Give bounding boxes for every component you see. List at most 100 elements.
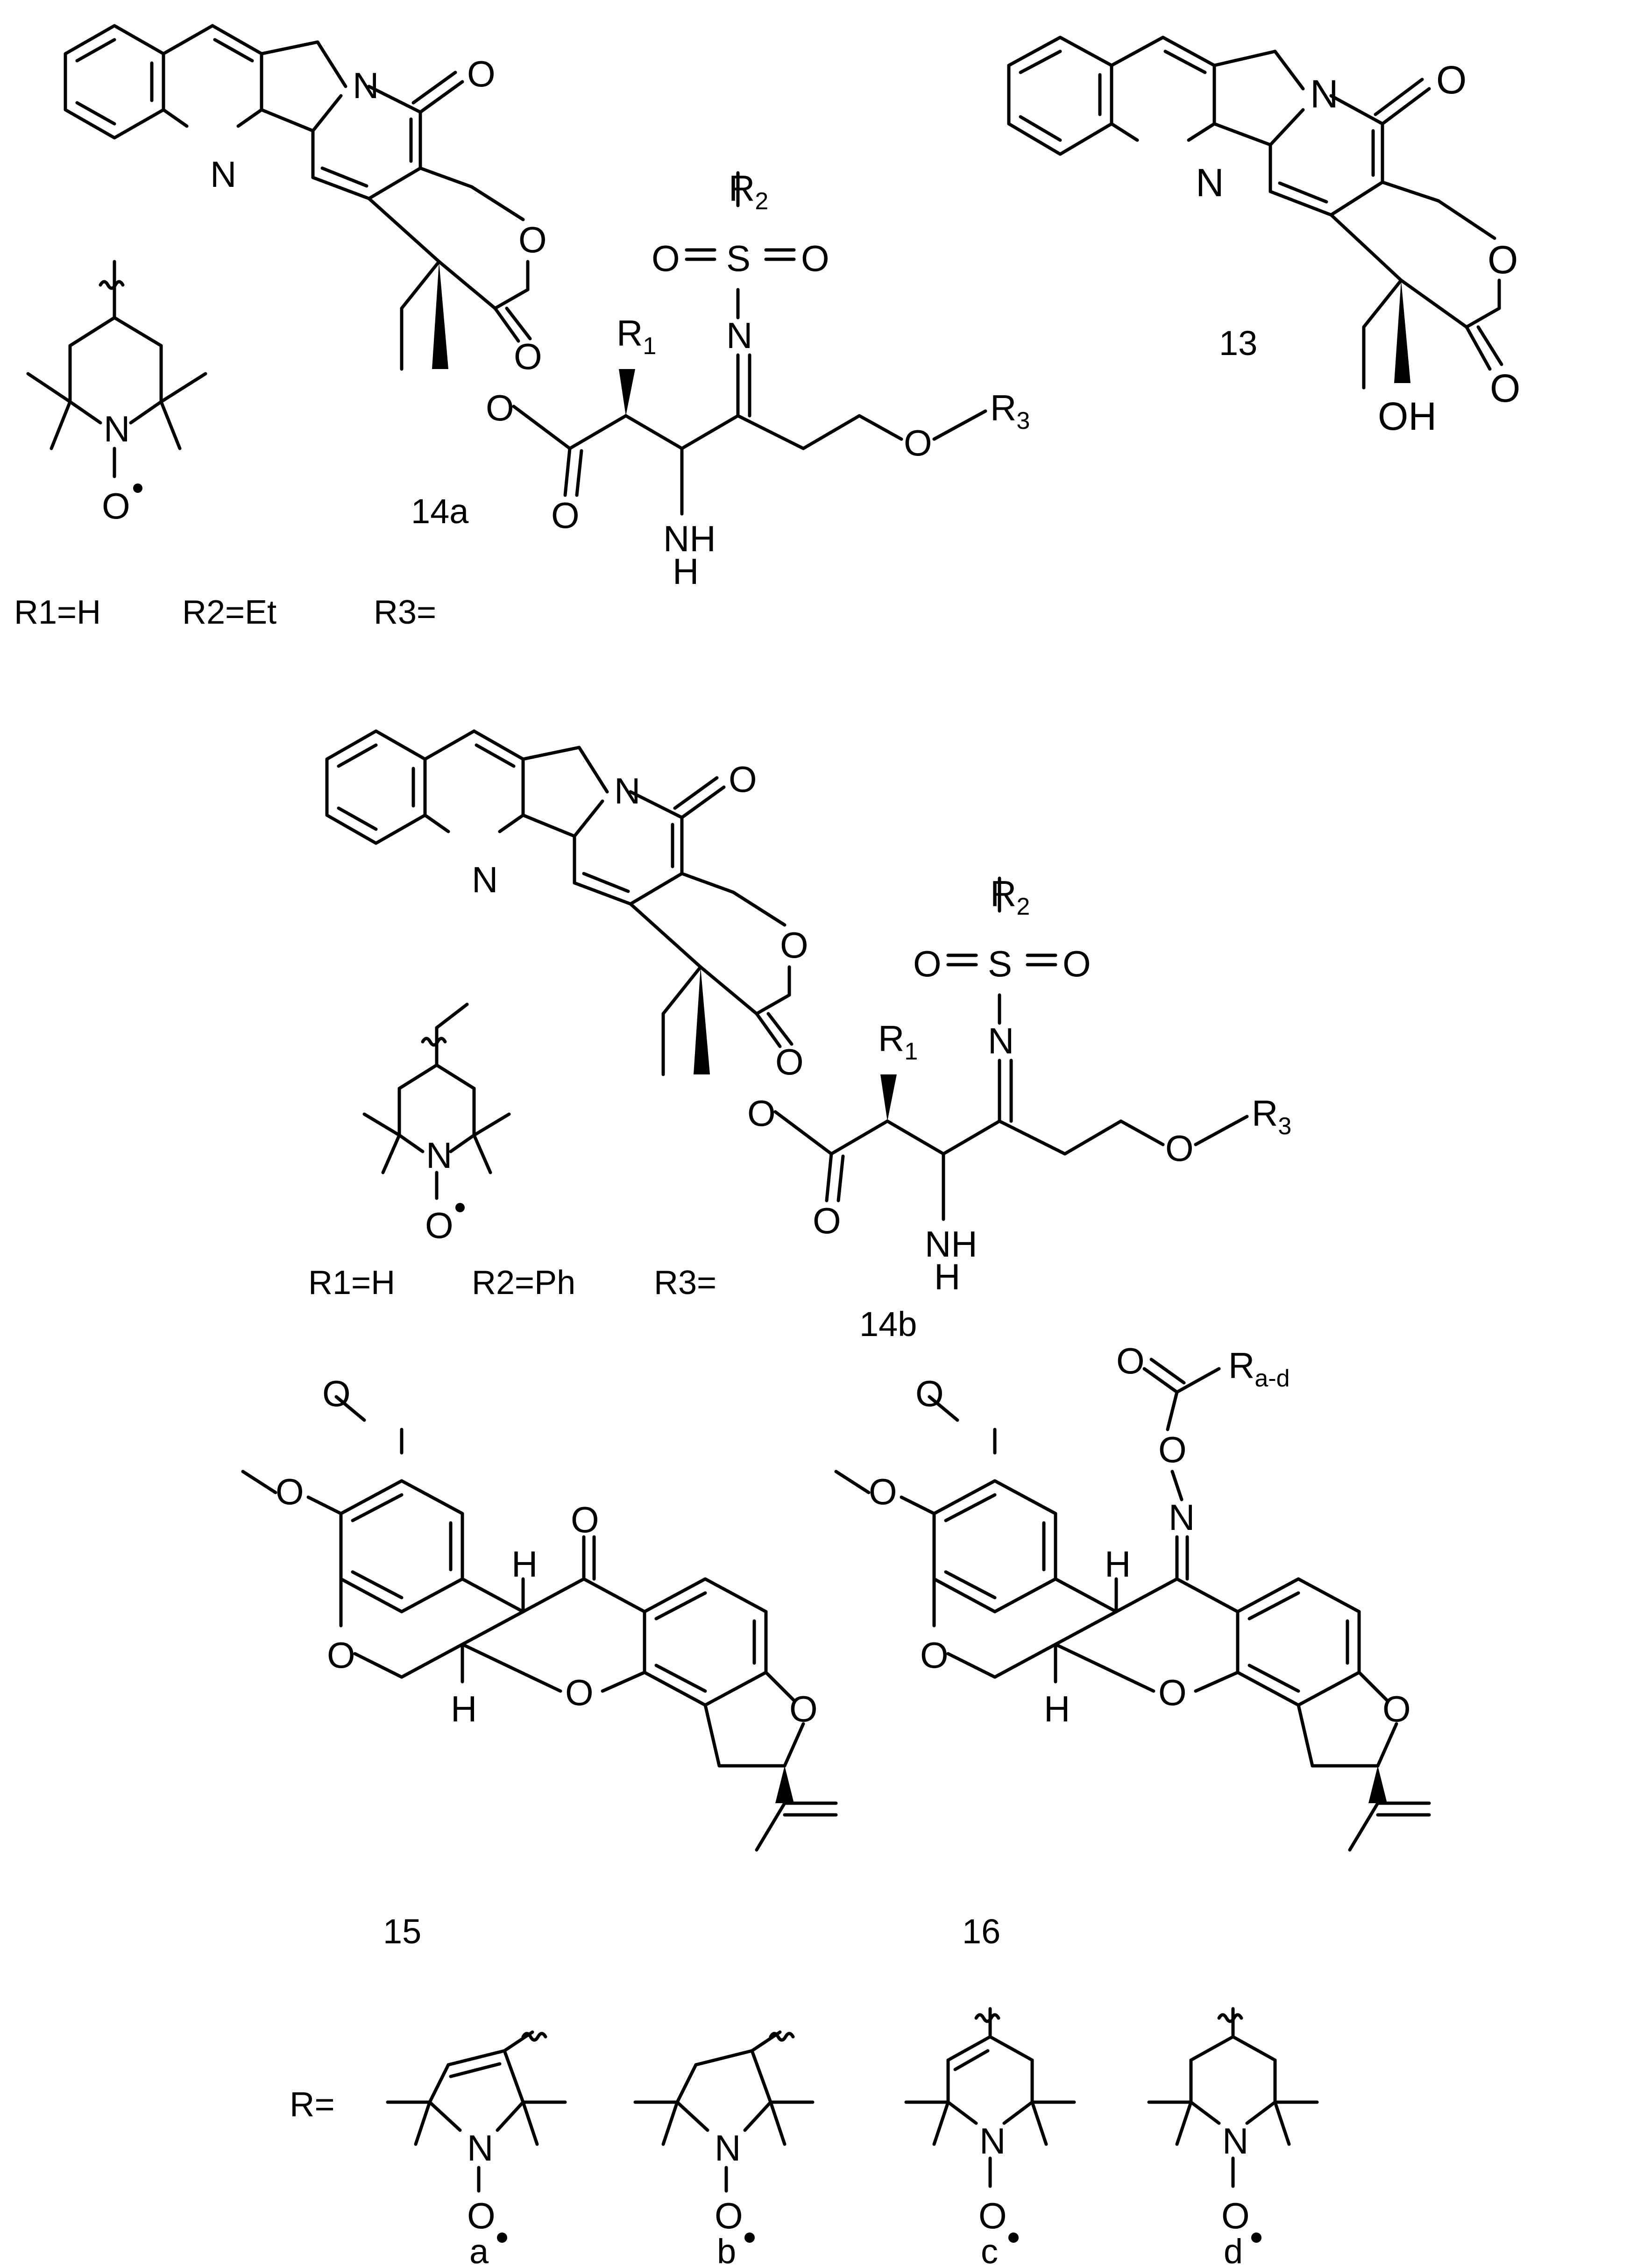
r1-definition-14a: R1=H [14,594,101,631]
label-14b: 14b [859,1305,917,1344]
tempo-fragment-14a [26,260,207,478]
atom-O: O [801,238,829,279]
atom-O: O [729,759,757,800]
atom-S: S [988,943,1012,984]
atom-O: O [904,422,932,463]
atom-O: O [322,1373,351,1414]
r2-definition-14a: R2=Et [182,594,276,631]
compound-15 [241,1395,838,1852]
atom-R3: R3 [990,387,1030,434]
atom-O: O [1221,2195,1250,2236]
atom-O: O [425,1205,454,1246]
label-b: b [717,2232,736,2268]
atom-O: O [327,1635,355,1676]
atom-O: O [1116,1340,1145,1381]
atom-N: N [1310,72,1339,116]
atom-N: N [210,154,236,195]
atom-N: N [614,770,640,811]
radical-dot [1008,2232,1019,2243]
atom-O: O [1436,58,1467,102]
atom-N: N [472,859,498,900]
atom-H: H [451,1688,477,1729]
atom-N: N [467,2127,493,2168]
compound-16 [834,1358,1431,1852]
radical-dot [497,2232,507,2243]
atom-R1: R1 [878,1018,918,1065]
atom-O: O [102,485,130,526]
label-14a: 14a [411,492,469,531]
atom-O: O [775,1041,804,1082]
atom-H: H [1105,1543,1131,1585]
label-a: a [469,2232,489,2268]
atom-O: O [915,1373,944,1414]
atom-S: S [726,238,751,279]
atom-H: H [511,1543,538,1585]
atom-O: O [869,1471,897,1512]
atom-O: O [514,336,542,377]
compound-13 [1007,36,1503,390]
label-15: 15 [383,1912,421,1951]
atom-OH: OH [1378,394,1437,438]
label-d: d [1224,2232,1243,2268]
atom-O: O [1063,943,1091,984]
r3-definition-14b: R3= [654,1264,716,1301]
atom-O: O [1158,1429,1187,1470]
atom-NH: NH [925,1223,978,1265]
atom-H: H [934,1256,960,1297]
compound-14a [64,24,987,516]
atom-O: O [747,1093,776,1134]
atom-O: O [1165,1128,1194,1169]
atom-O: O [789,1688,818,1729]
compound-14b [325,729,1249,1221]
atom-O: O [467,2195,496,2236]
atom-N: N [715,2127,741,2168]
substituent-d [1147,2007,1319,2188]
atom-R-ad: Ra-d [1228,1345,1290,1392]
atom-labels-16: O O O N O O Ra-d O O H H [869,1340,1411,1729]
atom-O: O [486,387,514,428]
atom-N: N [1222,2120,1248,2161]
atom-O: O [276,1471,304,1512]
atom-H: H [673,551,699,592]
atom-N: N [104,408,130,449]
atom-N: N [1196,161,1224,205]
atom-O: O [467,53,496,94]
atom-R2: R2 [990,873,1030,920]
r1-definition-14b: R1=H [308,1264,395,1301]
atom-N: N [988,1020,1014,1061]
atom-O: O [1490,366,1520,410]
atom-O: O [920,1635,949,1676]
atom-N: N [353,65,379,106]
r3-definition-14a: R3= [374,594,436,631]
atom-R1: R1 [616,313,656,360]
radical-dot [1251,2232,1261,2243]
atom-O: O [813,1200,841,1241]
atom-R2: R2 [729,168,768,215]
label-16: 16 [962,1912,1000,1951]
radical-dot [133,483,142,493]
substituent-a [386,2030,567,2193]
atom-O: O [571,1499,599,1540]
atom-N: N [726,315,752,356]
atom-O: O [518,219,547,260]
atom-labels-14b: N N O O O O O R1 NH H N S O O R2 O R3 [472,759,1291,1297]
r2-definition-14b: R2=Ph [472,1264,575,1301]
r-prefix: R= [290,2085,335,2124]
atom-H: H [1044,1688,1070,1729]
atom-N: N [979,2120,1006,2161]
atom-N: N [426,1135,452,1176]
radical-dot [455,1203,465,1212]
atom-O: O [565,1672,594,1713]
atom-N: N [1169,1497,1195,1538]
atom-O: O [1158,1672,1187,1713]
atom-NH: NH [663,518,716,559]
atom-O: O [1488,238,1518,282]
atom-O: O [780,924,808,966]
atom-O: O [652,238,680,279]
tempo-fragment-14b [362,1002,511,1200]
label-c: c [981,2232,998,2268]
atom-O: O [715,2195,743,2236]
label-13: 13 [1219,324,1257,363]
